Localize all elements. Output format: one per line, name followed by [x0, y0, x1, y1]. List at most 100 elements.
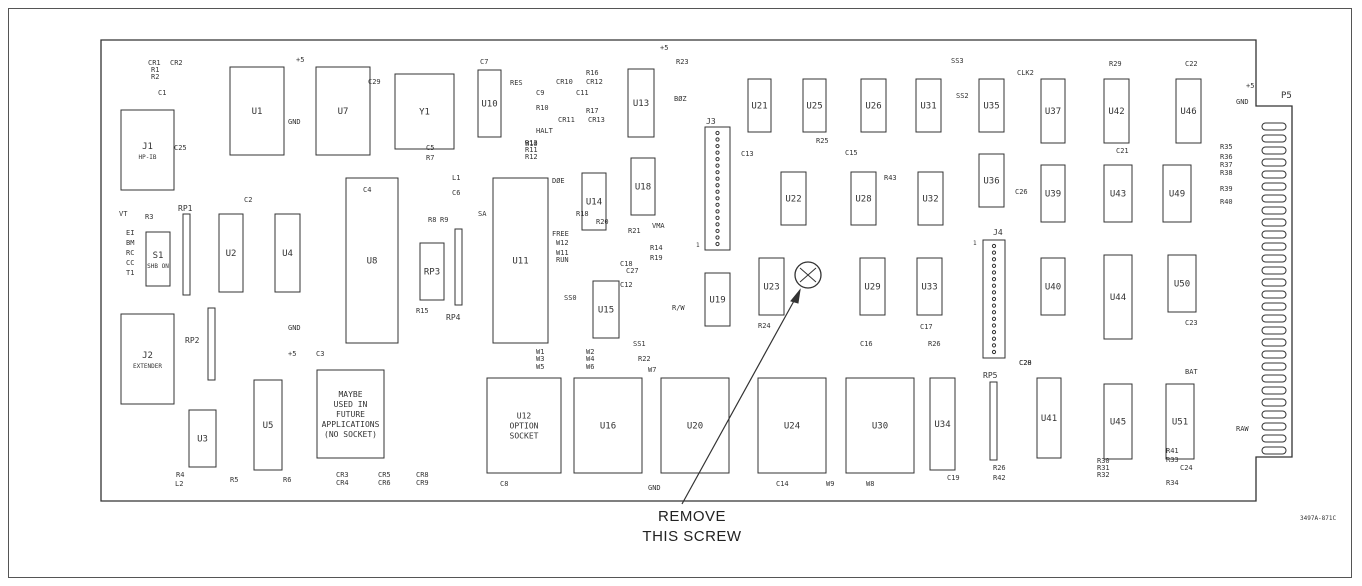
label-r11: R11 — [525, 146, 538, 154]
label-halt: HALT — [536, 127, 554, 135]
chip-label-u43: U43 — [1110, 190, 1126, 200]
label-c7: C7 — [480, 58, 488, 66]
chip-u26 — [860, 78, 887, 133]
chip-label-u34: U34 — [934, 420, 950, 430]
label-r10: R10 — [536, 104, 549, 112]
header-pin — [991, 336, 997, 341]
label-r23: R23 — [676, 58, 689, 66]
header-pin1-j4: 1 — [973, 240, 977, 247]
chip-u21 — [747, 78, 772, 133]
chip-u45 — [1103, 383, 1133, 460]
chip-label-u3: U3 — [197, 435, 208, 445]
label-bat: BAT — [1185, 368, 1198, 376]
chip-u31 — [915, 78, 942, 133]
label-r24: R24 — [758, 322, 771, 330]
label-bbz: BØZ — [674, 95, 687, 103]
label-free: FREE — [552, 230, 569, 238]
header-pin — [715, 143, 720, 149]
label-r33: R33 — [1166, 456, 1179, 464]
label-c27: C27 — [626, 267, 639, 275]
connector-pad — [1261, 254, 1287, 263]
connector-pad — [1261, 230, 1287, 239]
label-ss3: SS3 — [951, 57, 964, 65]
label-w2: W2 — [586, 348, 594, 356]
label-r40: R40 — [1220, 198, 1233, 206]
chip-label-u5: U5 — [263, 421, 274, 431]
label-gnd4: GND — [1236, 98, 1249, 106]
header-pin — [991, 296, 997, 302]
header-label-j4: J4 — [993, 228, 1003, 237]
label-r16: R16 — [586, 69, 599, 77]
chip-y1 — [394, 73, 455, 150]
label-r1: R1 — [151, 66, 159, 74]
connector-pad — [1261, 266, 1287, 275]
label-w11: W11 — [556, 249, 569, 257]
chip-label-u23: U23 — [763, 283, 779, 293]
callout-arrowhead — [790, 288, 801, 304]
connector-pad — [1261, 170, 1287, 179]
chip-label-u24: U24 — [784, 422, 800, 432]
chip-j2 — [120, 313, 175, 405]
label-r3: R3 — [145, 213, 153, 221]
label-r2: R2 — [151, 73, 159, 81]
label-cr8: CR8 — [416, 471, 429, 479]
label-gnd2: GND — [288, 324, 301, 332]
connector-pad — [1261, 134, 1287, 143]
label-r5: R5 — [230, 476, 238, 484]
label-vt: VT — [119, 210, 128, 218]
label-r31: R31 — [1097, 464, 1110, 472]
label-r25: R25 — [816, 137, 829, 145]
chip-u25 — [802, 78, 827, 133]
connector-pad — [1261, 242, 1287, 251]
connector-pad — [1261, 374, 1287, 383]
chip-u15 — [592, 280, 620, 339]
label-l1: L1 — [452, 174, 460, 182]
header-pin — [991, 270, 997, 275]
label-bm: BM — [126, 239, 134, 247]
header-pin — [715, 170, 720, 175]
chip-label-u41: U41 — [1041, 414, 1057, 424]
label-r26: R26 — [928, 340, 941, 348]
chip-label-u19: U19 — [709, 296, 725, 306]
label-r13: R13 — [525, 139, 538, 147]
label-cr11: CR11 — [558, 116, 575, 124]
label-c12: C12 — [620, 281, 633, 289]
chip-label-u22: U22 — [785, 195, 801, 205]
chip-u8 — [345, 177, 399, 344]
rp-label-rp4: RP4 — [446, 313, 461, 322]
chip-label-u40: U40 — [1045, 283, 1061, 293]
label-cr3: CR3 — [336, 471, 349, 479]
label-c8: C8 — [500, 480, 508, 488]
label-r29: R29 — [1109, 60, 1122, 68]
chip-u11 — [492, 177, 549, 344]
chip-u50 — [1167, 254, 1197, 313]
chip-u20 — [660, 377, 730, 474]
label-cr4: CR4 — [336, 479, 349, 487]
chip-label-s1: S1 — [153, 251, 164, 261]
connector-pad — [1261, 338, 1287, 347]
connector-pad — [1261, 314, 1287, 323]
chip-label-u46: U46 — [1180, 107, 1196, 117]
label-r38: R38 — [1220, 169, 1233, 177]
screw-x2 — [799, 267, 817, 283]
label-run: RUN — [556, 256, 569, 264]
chip-u4 — [274, 213, 301, 293]
label-c11: C11 — [576, 89, 589, 97]
label-w12: W12 — [556, 239, 569, 247]
label-c9: C9 — [536, 89, 544, 97]
rp-label-rp5: RP5 — [983, 371, 998, 380]
label-gnd3: GND — [648, 484, 661, 492]
header-j4 — [982, 239, 1006, 359]
label-r8: R8 — [428, 216, 436, 224]
figure-code: 3497A-871C — [1300, 515, 1337, 522]
label-w3: W3 — [536, 355, 544, 363]
header-pin — [715, 202, 720, 207]
chip-u29 — [859, 257, 886, 316]
chip-label-u45: U45 — [1110, 418, 1126, 428]
header-pin — [715, 163, 720, 168]
rp-rp5 — [989, 381, 998, 461]
label-sa: SA — [478, 210, 487, 218]
header-pin — [991, 263, 997, 268]
header-j3 — [704, 126, 731, 251]
label-plus5c: +5 — [660, 44, 668, 52]
